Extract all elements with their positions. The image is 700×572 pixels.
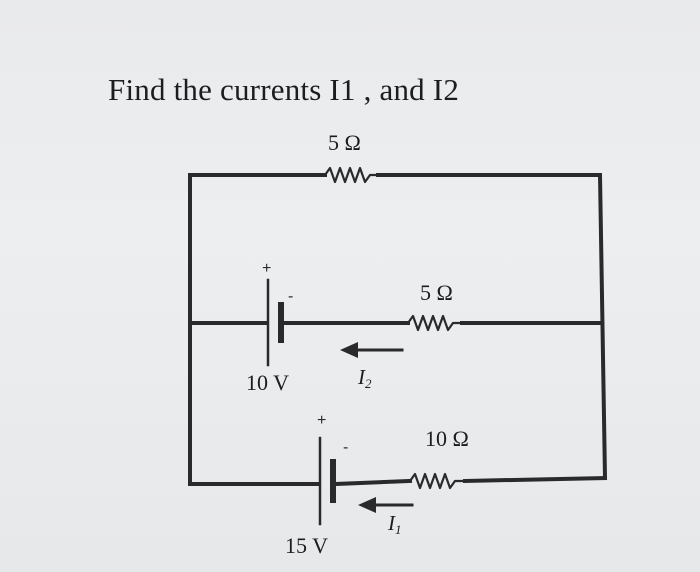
battery-15v-minus: - (343, 439, 348, 456)
middle-branch: + - 5 Ω 10 V I2 (188, 260, 604, 395)
battery-15v-label: 15 V (285, 533, 328, 558)
current-i2-arrow (340, 342, 404, 358)
current-i1-subscript: 1 (395, 522, 402, 537)
bottom-resistor-zigzag (409, 472, 465, 490)
battery-10v-label: 10 V (246, 370, 289, 395)
battery-10v-plus: + (262, 260, 271, 277)
top-resistor-label: 5 Ω (328, 130, 361, 155)
right-outer-wire (597, 172, 608, 481)
bottom-resistor-label: 10 Ω (425, 426, 469, 451)
current-i1-arrow (358, 497, 414, 513)
current-i1-label: I1 (387, 511, 402, 537)
top-resistor-zigzag (324, 166, 378, 184)
battery-10v-minus: - (288, 288, 293, 305)
bottom-branch: + - 10 Ω 15 V I1 (188, 412, 608, 558)
bottom-wire-right (332, 478, 413, 487)
top-branch: 5 Ω (188, 130, 602, 184)
bottom-wire-far-right (462, 475, 608, 484)
current-i2-symbol: I (357, 365, 366, 389)
battery-15v-plus: + (317, 412, 326, 429)
current-i1-symbol: I (387, 511, 396, 535)
current-i2-label: I2 (357, 365, 372, 391)
middle-resistor-zigzag (407, 314, 462, 332)
current-i2-subscript: 2 (365, 376, 372, 391)
question-text: Find the currents I1 , and I2 (108, 72, 460, 107)
middle-resistor-label: 5 Ω (420, 280, 453, 305)
